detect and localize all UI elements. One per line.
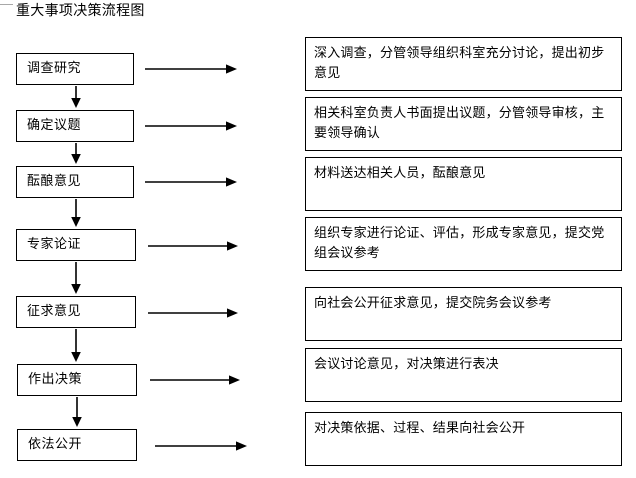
top-divider-line — [0, 4, 13, 5]
description-box-expert-review[interactable]: 组织专家进行论证、评估，形成专家意见，提交党组会议参考 — [305, 217, 622, 271]
right-arrow-4 — [148, 240, 239, 252]
down-arrow-5 — [69, 329, 83, 363]
stage-box-lawful-disclosure[interactable]: 依法公开 — [17, 429, 137, 461]
description-box-make-decision[interactable]: 会议讨论意见，对决策进行表决 — [305, 348, 622, 402]
down-arrow-6 — [70, 397, 84, 428]
down-arrow-4 — [69, 262, 83, 295]
right-arrow-7 — [155, 440, 248, 452]
down-arrow-2 — [69, 143, 83, 165]
page-title: 重大事项决策流程图 — [16, 3, 145, 19]
right-arrow-6 — [150, 374, 241, 386]
description-box-opinion-brewing[interactable]: 材料送达相关人员，酝酿意见 — [305, 157, 622, 211]
stage-box-make-decision[interactable]: 作出决策 — [17, 364, 137, 396]
right-arrow-3 — [145, 176, 238, 188]
right-arrow-1 — [145, 63, 238, 75]
stage-box-expert-review[interactable]: 专家论证 — [16, 229, 136, 261]
description-box-solicit-opinions[interactable]: 向社会公开征求意见，提交院务会议参考 — [305, 287, 622, 341]
description-box-lawful-disclosure[interactable]: 对决策依据、过程、结果向社会公开 — [305, 412, 622, 466]
right-arrow-2 — [145, 120, 238, 132]
stage-box-solicit-opinions[interactable]: 征求意见 — [16, 296, 136, 328]
stage-box-investigation[interactable]: 调查研究 — [16, 53, 134, 85]
down-arrow-1 — [69, 86, 83, 109]
description-box-topic-confirmation[interactable]: 相关科室负责人书面提出议题，分管领导审核，主要领导确认 — [305, 97, 622, 151]
down-arrow-3 — [69, 199, 83, 228]
right-arrow-5 — [148, 307, 239, 319]
description-box-investigation[interactable]: 深入调查，分管领导组织科室充分讨论，提出初步意见 — [305, 37, 622, 91]
stage-box-topic-confirmation[interactable]: 确定议题 — [16, 110, 134, 142]
stage-box-opinion-brewing[interactable]: 酝酿意见 — [16, 166, 134, 198]
